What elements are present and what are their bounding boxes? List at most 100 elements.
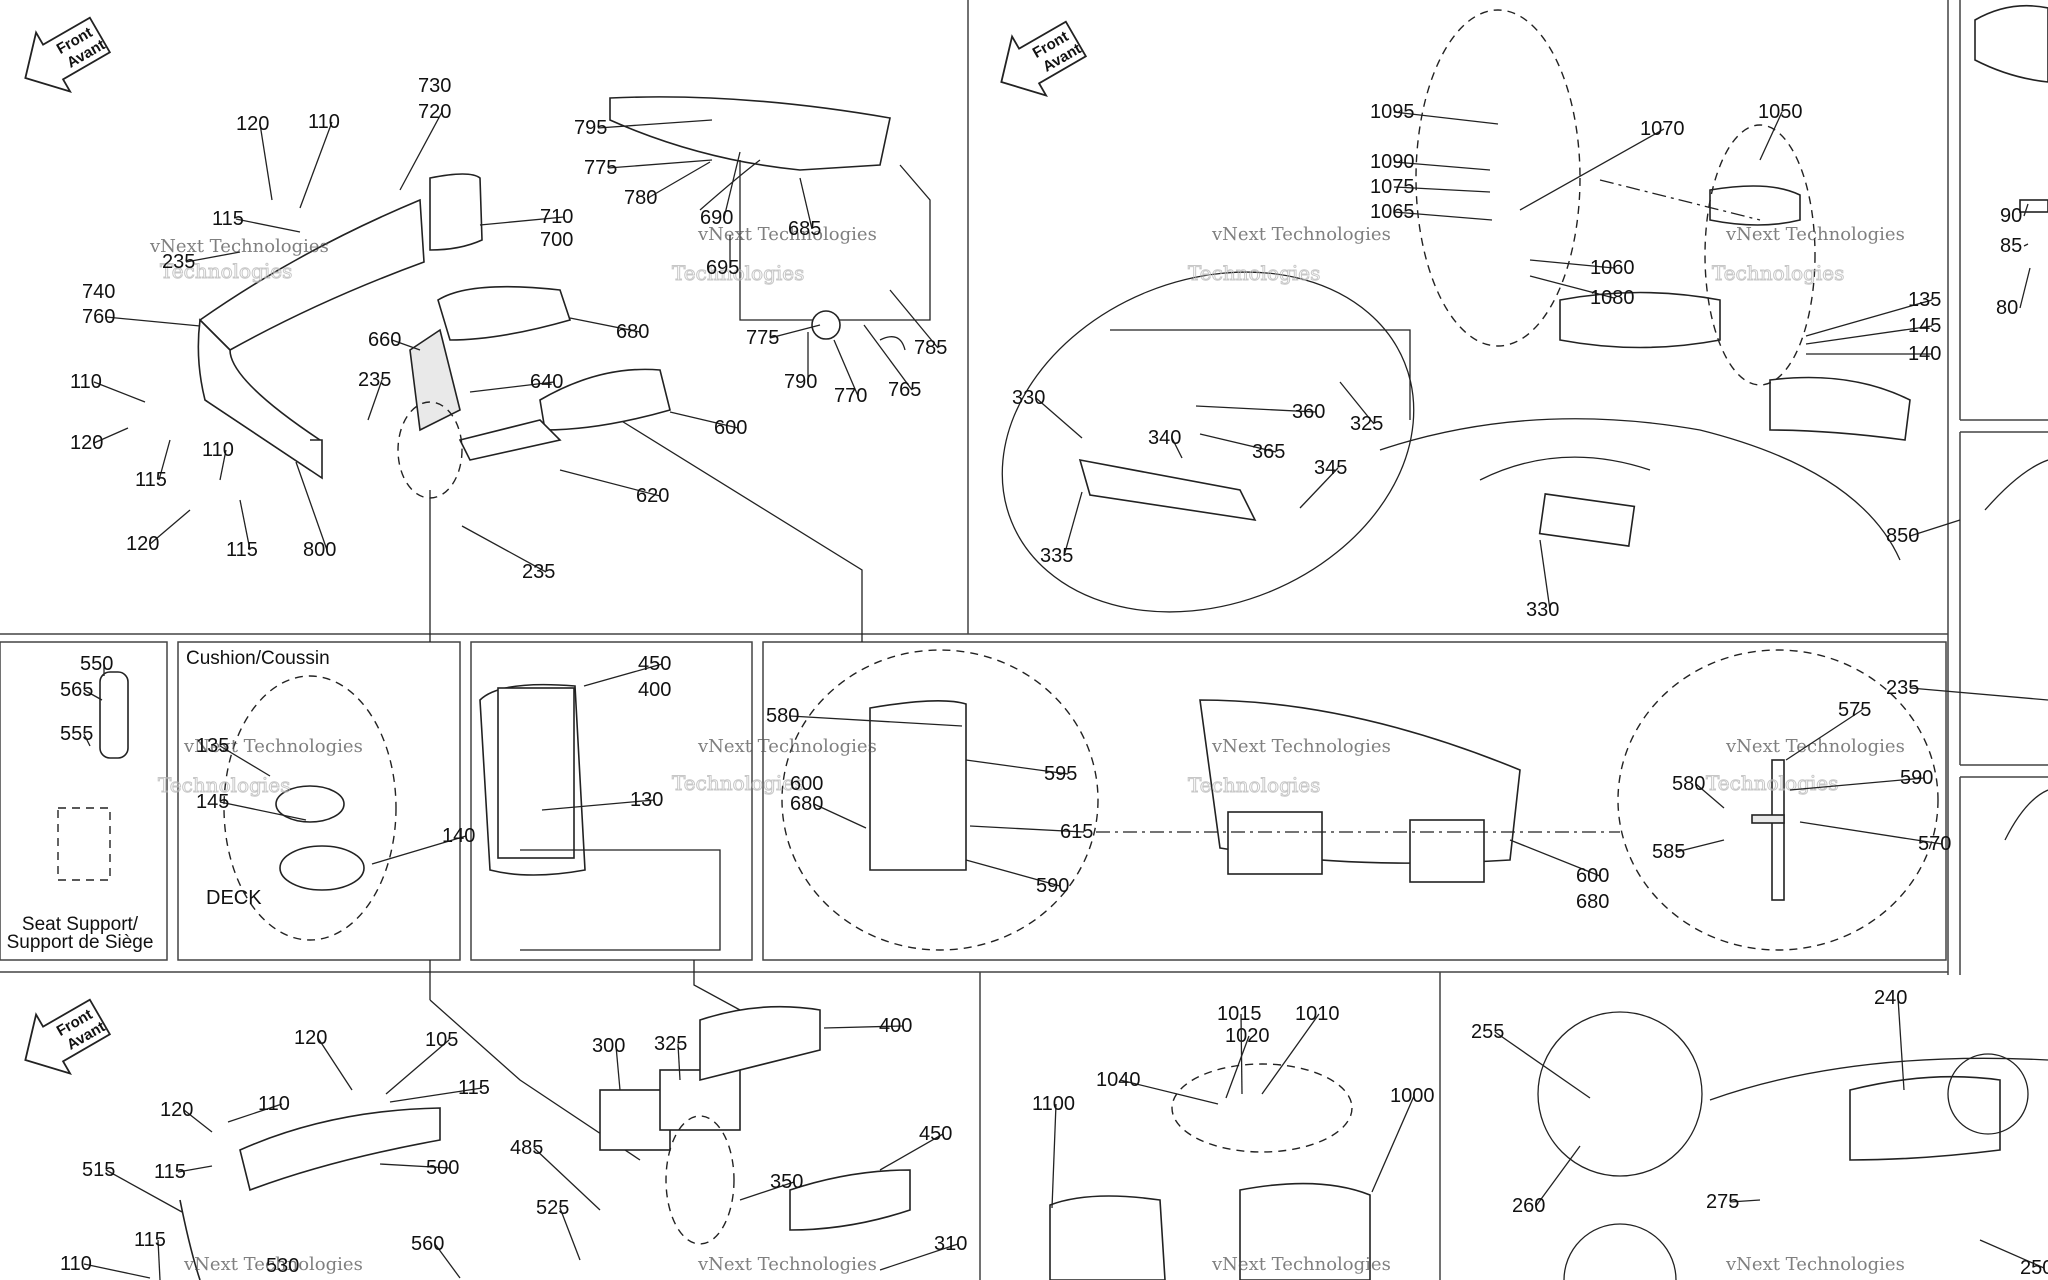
callout-p1-16: 110 bbox=[70, 371, 102, 393]
callout-p2-5: 1060 bbox=[1590, 257, 1635, 279]
callout-r2-15: 600 bbox=[1576, 865, 1609, 887]
callout-p3-4: 235 bbox=[1886, 677, 1919, 699]
callout-p1-2: 120 bbox=[236, 113, 269, 135]
callout-leader-line bbox=[799, 177, 813, 230]
callout-r2-20: 585 bbox=[1652, 841, 1685, 863]
callout-r3-21: 1015 bbox=[1217, 1003, 1262, 1025]
callout-p1-9: 700 bbox=[540, 229, 573, 251]
callout-p1-11: 680 bbox=[616, 321, 649, 343]
callout-p2-1: 1090 bbox=[1370, 151, 1415, 173]
watermark-text: vNext Technologies bbox=[1211, 224, 1391, 245]
callout-r3-30: 250 bbox=[2020, 1257, 2048, 1279]
callout-leader-line bbox=[1535, 1145, 1581, 1207]
callout-p1-1: 720 bbox=[418, 101, 451, 123]
callout-p1-6: 740 bbox=[82, 281, 115, 303]
callout-p1-22: 800 bbox=[303, 539, 336, 561]
callout-leader-line bbox=[1393, 111, 1499, 125]
callout-p1-0: 730 bbox=[418, 75, 451, 97]
callout-p1-8: 710 bbox=[540, 206, 573, 228]
callout-leader-line bbox=[93, 427, 129, 444]
callout-r2-11: 600 bbox=[790, 773, 823, 795]
watermark-text: vNext Technologies bbox=[183, 736, 363, 757]
callout-leader-line bbox=[1519, 128, 1665, 211]
callout-r3-19: 310 bbox=[934, 1233, 967, 1255]
callout-p1-14: 620 bbox=[636, 485, 669, 507]
callout-leader-line bbox=[1171, 437, 1183, 459]
callout-r3-13: 400 bbox=[879, 1015, 912, 1037]
callout-leader-line bbox=[533, 1147, 601, 1211]
front-badge-3: Front Avant bbox=[24, 998, 112, 1075]
callout-leader-line bbox=[399, 111, 443, 191]
callout-leader-line bbox=[469, 381, 555, 393]
callout-p3-1: 85 bbox=[2000, 235, 2022, 257]
callout-p2-18: 330 bbox=[1526, 599, 1559, 621]
callout-p1-31: 790 bbox=[784, 371, 817, 393]
callout-leader-line bbox=[1759, 111, 1783, 161]
callout-leader-line bbox=[597, 119, 713, 129]
callout-r3-24: 1100 bbox=[1032, 1093, 1075, 1115]
callout-r3-17: 525 bbox=[536, 1197, 569, 1219]
watermark-text: vNext Technologies bbox=[1725, 736, 1905, 757]
callout-leader-line bbox=[1805, 299, 1933, 337]
callout-leader-line bbox=[647, 161, 711, 199]
callout-leader-line bbox=[1675, 839, 1725, 853]
callout-p1-34: 785 bbox=[914, 337, 947, 359]
callout-leader-line bbox=[1909, 519, 1961, 537]
callout-leader-line bbox=[371, 835, 467, 865]
callout-leader-line bbox=[789, 715, 963, 727]
callout-r3-11: 300 bbox=[592, 1035, 625, 1057]
watermark-text: vNext Technologies bbox=[697, 736, 877, 757]
callout-leader-line bbox=[965, 859, 1061, 887]
callout-p2-13: 360 bbox=[1292, 401, 1325, 423]
callout-p2-8: 135 bbox=[1908, 289, 1941, 311]
callout-leader-line bbox=[1393, 186, 1491, 193]
callout-p2-2: 1075 bbox=[1370, 176, 1415, 198]
callout-r3-16: 450 bbox=[919, 1123, 952, 1145]
callout-r2-7: 400 bbox=[638, 679, 671, 701]
callout-p1-17: 120 bbox=[70, 432, 103, 454]
seat-support-caption-1: Seat Support/ bbox=[22, 914, 139, 935]
callout-leader-line bbox=[813, 803, 867, 829]
panel-1-drawing bbox=[197, 96, 931, 499]
callout-leader-line bbox=[1509, 839, 1601, 877]
callout-p2-17: 335 bbox=[1040, 545, 1073, 567]
callout-leader-line bbox=[1261, 1013, 1320, 1095]
row-3-drawing bbox=[179, 1005, 2048, 1280]
callout-leader-line bbox=[219, 449, 227, 481]
callout-p1-20: 115 bbox=[226, 539, 258, 561]
watermarks: vNext Technologies Technologies vNext Te… bbox=[149, 224, 1905, 1275]
callout-leader-line bbox=[669, 411, 739, 429]
callout-p3-3: 850 bbox=[1886, 525, 1919, 547]
callout-leader-line bbox=[863, 324, 913, 391]
callout-p1-13: 600 bbox=[714, 417, 747, 439]
callout-leader-line bbox=[1393, 161, 1491, 171]
callout-p1-15: 235 bbox=[358, 369, 391, 391]
callout-leader-line bbox=[367, 379, 383, 421]
callout-p1-27: 690 bbox=[700, 207, 733, 229]
callout-r3-27: 255 bbox=[1471, 1021, 1504, 1043]
callout-leader-line bbox=[1529, 259, 1615, 269]
callout-r3-1: 105 bbox=[425, 1029, 458, 1051]
callout-leader-line bbox=[461, 525, 547, 573]
callout-leader-line bbox=[1225, 1035, 1250, 1099]
callout-leader-line bbox=[1785, 709, 1863, 761]
callout-r2-6: 450 bbox=[638, 653, 671, 675]
watermark-text: Technologies bbox=[1188, 773, 1320, 797]
callout-r2-2: 555 bbox=[60, 723, 93, 745]
callout-r3-3: 115 bbox=[458, 1077, 490, 1099]
callout-r3-2: 110 bbox=[258, 1093, 290, 1115]
callout-r3-7: 500 bbox=[426, 1157, 459, 1179]
callout-p1-33: 765 bbox=[888, 379, 921, 401]
row-2-drawing bbox=[57, 649, 1939, 951]
watermark-text: vNext Technologies bbox=[1211, 1254, 1391, 1275]
callout-r3-9: 110 bbox=[60, 1253, 92, 1275]
cushion-caption: Cushion/Coussin bbox=[186, 648, 330, 669]
callout-leader-line bbox=[157, 1239, 161, 1280]
callout-r3-29: 275 bbox=[1706, 1191, 1739, 1213]
callout-p1-26: 780 bbox=[624, 187, 657, 209]
watermark-text: Technologies bbox=[160, 259, 292, 283]
callout-p1-4: 115 bbox=[212, 208, 244, 230]
callout-p1-10: 660 bbox=[368, 329, 401, 351]
callout-leader-line bbox=[219, 801, 307, 821]
